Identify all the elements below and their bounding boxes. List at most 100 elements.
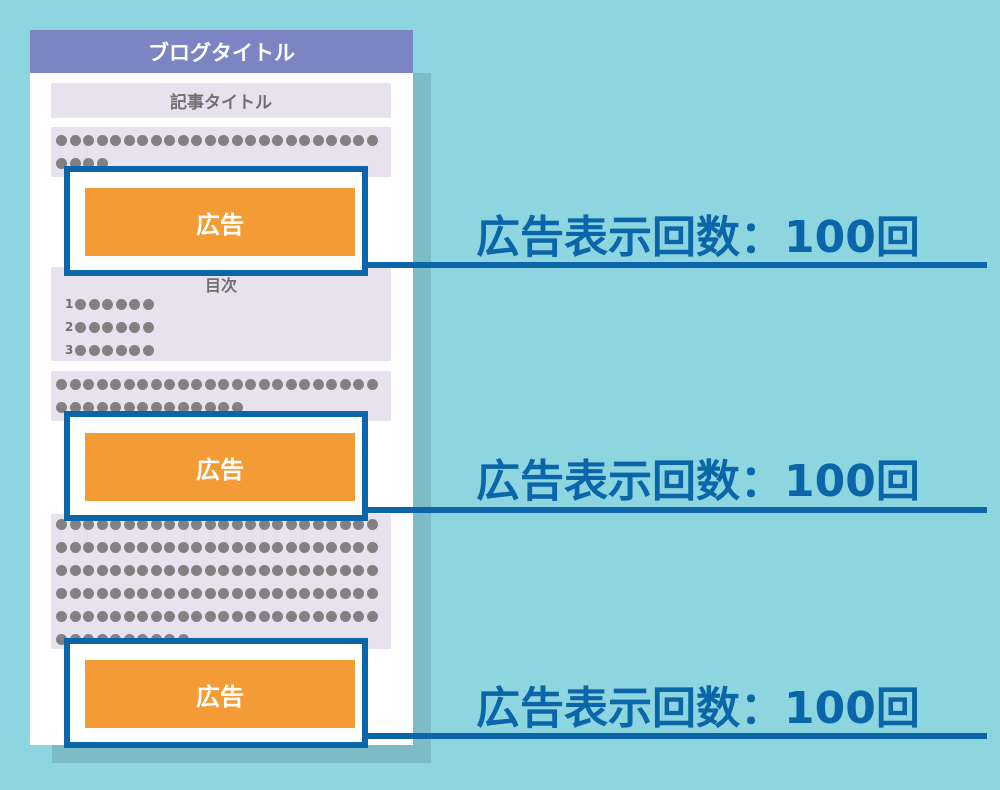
- placeholder-dot: [218, 379, 229, 390]
- toc-item-number: 1: [65, 297, 74, 311]
- placeholder-dot: [272, 135, 283, 146]
- placeholder-dot: [88, 344, 100, 356]
- placeholder-dot: [96, 402, 108, 413]
- placeholder-dot: [177, 565, 189, 576]
- placeholder-dot: [191, 402, 202, 413]
- placeholder-dot: [191, 379, 202, 390]
- placeholder-dot: [326, 519, 337, 530]
- placeholder-dot: [137, 402, 148, 413]
- placeholder-dot: [102, 344, 114, 356]
- placeholder-dot: [258, 135, 270, 146]
- placeholder-dot: [110, 402, 121, 413]
- placeholder-dot: [69, 588, 81, 599]
- toc-item: 2: [65, 320, 154, 334]
- placeholder-text: [56, 379, 386, 425]
- toc-item-number: 3: [65, 343, 74, 357]
- placeholder-dot: [83, 158, 94, 169]
- placeholder-dot: [218, 588, 229, 599]
- placeholder-dot: [258, 588, 270, 599]
- placeholder-dot: [150, 565, 162, 576]
- placeholder-dot: [204, 379, 216, 390]
- placeholder-dot: [150, 542, 162, 553]
- placeholder-dot: [312, 565, 324, 576]
- placeholder-dot: [69, 519, 81, 530]
- placeholder-dot: [204, 542, 216, 553]
- placeholder-dot: [326, 542, 337, 553]
- placeholder-dot: [102, 321, 114, 333]
- placeholder-dot: [353, 135, 364, 146]
- placeholder-dot: [339, 565, 351, 576]
- placeholder-dot: [272, 565, 283, 576]
- placeholder-dot: [366, 611, 378, 622]
- placeholder-dot: [231, 402, 243, 413]
- placeholder-dot: [164, 565, 175, 576]
- placeholder-dot: [56, 158, 67, 169]
- placeholder-dot: [69, 402, 81, 413]
- placeholder-dot: [56, 542, 67, 553]
- placeholder-dot: [231, 588, 243, 599]
- placeholder-dot: [177, 588, 189, 599]
- placeholder-dot: [231, 135, 243, 146]
- placeholder-dot: [56, 611, 67, 622]
- placeholder-dot: [272, 588, 283, 599]
- placeholder-dot: [231, 379, 243, 390]
- placeholder-dot: [204, 135, 216, 146]
- placeholder-dot: [129, 344, 141, 356]
- placeholder-dot: [366, 519, 378, 530]
- placeholder-dot: [272, 542, 283, 553]
- placeholder-dot: [326, 611, 337, 622]
- placeholder-dot: [272, 519, 283, 530]
- ad-slot-2: 広告: [64, 411, 368, 521]
- placeholder-dot: [204, 611, 216, 622]
- placeholder-dot: [69, 379, 81, 390]
- placeholder-dot: [150, 519, 162, 530]
- toc-item: 3: [65, 343, 154, 357]
- placeholder-dot: [312, 379, 324, 390]
- placeholder-dot: [366, 135, 378, 146]
- placeholder-dot: [123, 379, 135, 390]
- placeholder-dot: [69, 542, 81, 553]
- toc-title: 目次: [204, 276, 237, 295]
- placeholder-dot: [312, 519, 324, 530]
- placeholder-dot: [353, 611, 364, 622]
- placeholder-dot: [137, 135, 148, 146]
- placeholder-dot: [69, 565, 81, 576]
- placeholder-dot: [245, 588, 256, 599]
- placeholder-dot: [83, 542, 94, 553]
- placeholder-dot: [218, 611, 229, 622]
- placeholder-dot: [142, 344, 154, 356]
- placeholder-dot: [218, 519, 229, 530]
- blog-page: ブログタイトル 記事タイトル 目次 1 2 3: [30, 30, 413, 745]
- placeholder-dot: [142, 321, 154, 333]
- placeholder-dot: [75, 344, 87, 356]
- placeholder-dot: [339, 542, 351, 553]
- ad-impression-count: 広告表示回数：100回: [476, 456, 920, 507]
- placeholder-dot: [191, 542, 202, 553]
- article-title: 記事タイトル: [51, 83, 391, 118]
- toc-item-number: 2: [65, 320, 74, 334]
- placeholder-dot: [366, 542, 378, 553]
- placeholder-dot: [245, 611, 256, 622]
- placeholder-dot: [339, 135, 351, 146]
- placeholder-dot: [83, 565, 94, 576]
- leader-line: [368, 507, 987, 513]
- paragraph-block: [51, 514, 391, 649]
- placeholder-dot: [299, 135, 310, 146]
- placeholder-dot: [245, 519, 256, 530]
- placeholder-dot: [285, 542, 297, 553]
- toc-item: 1: [65, 297, 154, 311]
- placeholder-dot: [326, 135, 337, 146]
- placeholder-dot: [204, 519, 216, 530]
- placeholder-dot: [96, 158, 108, 169]
- placeholder-dot: [177, 135, 189, 146]
- placeholder-dot: [88, 298, 100, 310]
- placeholder-dot: [129, 321, 141, 333]
- placeholder-dot: [96, 135, 108, 146]
- placeholder-dot: [204, 565, 216, 576]
- ad-slot-1: 広告: [64, 166, 368, 276]
- placeholder-dot: [245, 135, 256, 146]
- ad-banner: 広告: [85, 660, 355, 728]
- placeholder-dot: [83, 379, 94, 390]
- placeholder-dot: [231, 565, 243, 576]
- placeholder-dot: [115, 321, 127, 333]
